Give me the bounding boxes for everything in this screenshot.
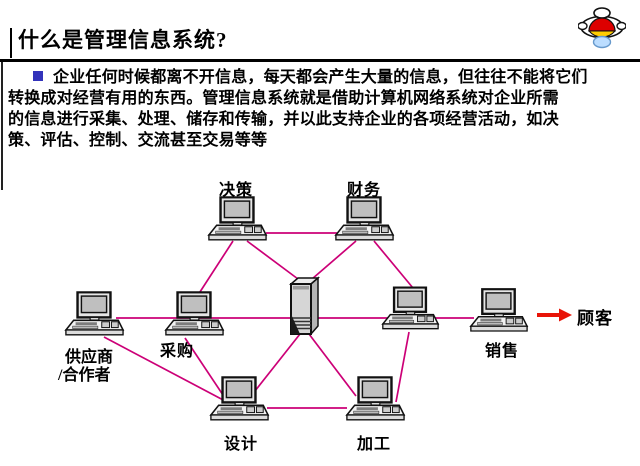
- computer-processing: [344, 376, 406, 423]
- desktop-computer-icon: [206, 196, 268, 243]
- label-decision: 决策: [218, 182, 253, 199]
- left-frame-line: [1, 62, 3, 190]
- label-supplier-line2: /合作者: [58, 367, 111, 384]
- slide-title: 什么是管理信息系统?: [18, 28, 228, 52]
- desktop-computer-icon: [163, 291, 225, 338]
- desktop-computer-icon: [333, 196, 395, 243]
- label-supplier: 供应商 /合作者: [58, 349, 138, 385]
- server-tower-icon: [287, 276, 321, 338]
- computer-design: [208, 376, 270, 423]
- computer-procurement: [163, 291, 225, 338]
- label-finance: 财务: [346, 182, 381, 199]
- bullet-square-icon: [33, 71, 43, 81]
- body-paragraph: 企业任何时候都离不开信息，每天都会产生大量的信息，但往往不能将它们 转换成对经营…: [8, 67, 636, 151]
- label-processing: 加工: [356, 436, 391, 453]
- computer-hub-right: [380, 286, 440, 332]
- title-divider: [0, 59, 640, 62]
- computer-decision: [206, 196, 268, 243]
- company-logo-icon: [578, 7, 626, 49]
- computer-finance: [333, 196, 395, 243]
- desktop-computer-icon: [344, 376, 406, 423]
- customer-arrow-icon: [537, 308, 572, 322]
- desktop-computer-icon: [63, 291, 125, 338]
- label-customer: 顾客: [577, 309, 613, 328]
- desktop-computer-icon: [468, 288, 529, 334]
- label-sales: 销售: [484, 343, 519, 360]
- computer-sales: [468, 288, 529, 334]
- paragraph-line: 的信息进行采集、处理、储存和传输，并以此支持企业的各项经营活动，如决: [8, 111, 559, 128]
- desktop-computer-icon: [208, 376, 270, 423]
- paragraph-line: 企业任何时候都离不开信息，每天都会产生大量的信息，但往往不能将它们: [8, 67, 636, 88]
- computer-supplier: [63, 291, 125, 338]
- paragraph-text: 企业任何时候都离不开信息，每天都会产生大量的信息，但往往不能将它们: [53, 69, 588, 86]
- label-procurement: 采购: [159, 343, 194, 360]
- paragraph-line: 转换成对经营有用的东西。管理信息系统就是借助计算机网络系统对企业所需: [8, 90, 559, 107]
- label-design: 设计: [223, 436, 258, 453]
- title-accent-bar: [10, 28, 12, 58]
- central-server: [287, 276, 321, 338]
- label-supplier-line1: 供应商: [65, 349, 114, 366]
- paragraph-line: 策、评估、控制、交流甚至交易等等: [8, 132, 268, 149]
- desktop-computer-icon: [380, 286, 440, 332]
